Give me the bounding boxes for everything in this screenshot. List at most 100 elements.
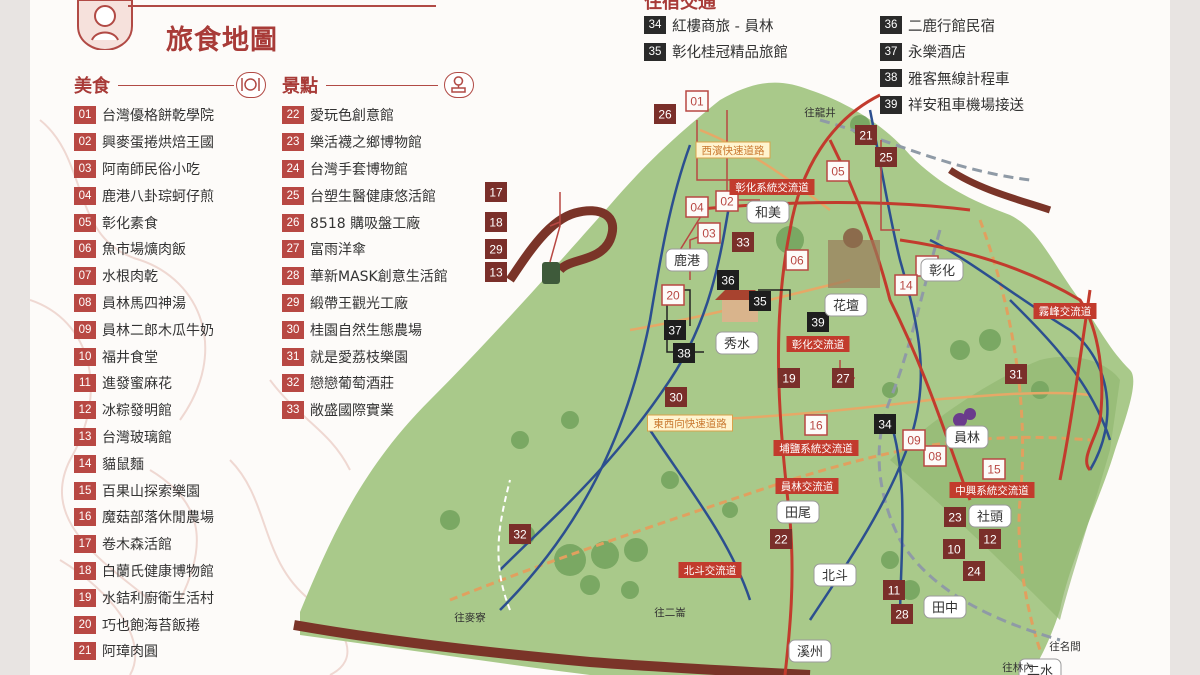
map-marker-22: 22 — [770, 529, 792, 549]
svg-text:37: 37 — [668, 324, 682, 338]
food-number-badge: 09 — [74, 320, 96, 339]
map-marker-03: 03 — [697, 222, 721, 244]
sight-name: 就是愛荔枝樂園 — [310, 349, 408, 366]
lodging-section-title: 住宿交通 — [644, 0, 716, 13]
svg-text:31: 31 — [1009, 368, 1023, 382]
food-name: 彰化素食 — [102, 215, 158, 232]
svg-text:溪州: 溪州 — [797, 645, 823, 660]
svg-text:北斗: 北斗 — [822, 569, 848, 584]
road-label: 彰化交流道 — [786, 336, 850, 352]
food-number-badge: 18 — [74, 561, 96, 580]
food-name: 貓鼠麵 — [102, 456, 144, 473]
sight-name: 愛玩色創意館 — [310, 108, 394, 125]
sight-name: 敞盛國際實業 — [310, 403, 394, 420]
svg-text:花壇: 花壇 — [833, 298, 859, 314]
svg-text:彰化: 彰化 — [929, 263, 955, 279]
sight-number-badge: 32 — [282, 374, 304, 393]
road-label: 彰化系統交流道 — [729, 179, 815, 195]
svg-text:員林交流道: 員林交流道 — [781, 480, 834, 493]
sight-item: 29 緞帶王觀光工廠 — [282, 290, 448, 317]
map-marker-27: 27 — [832, 368, 854, 388]
svg-text:西濱快速道路: 西濱快速道路 — [702, 144, 765, 157]
svg-text:29: 29 — [489, 243, 503, 257]
svg-text:01: 01 — [690, 95, 704, 109]
svg-text:34: 34 — [878, 418, 892, 432]
food-number-badge: 01 — [74, 106, 96, 125]
sights-section-label: 景點 — [282, 76, 318, 97]
svg-text:13: 13 — [489, 266, 503, 280]
map-marker-25: 25 — [875, 147, 897, 167]
map-marker-33: 33 — [732, 232, 754, 252]
lodging-number-badge: 36 — [880, 16, 902, 35]
sight-number-badge: 30 — [282, 320, 304, 339]
sight-number-badge: 33 — [282, 401, 304, 420]
food-number-badge: 13 — [74, 427, 96, 446]
sight-number-badge: 29 — [282, 293, 304, 312]
food-section-rule — [118, 85, 234, 86]
direction-label: 往麥寮 — [454, 611, 486, 624]
food-item: 19 水銡利廚衛生活村 — [74, 584, 214, 611]
sight-name: 富雨洋傘 — [310, 242, 366, 259]
road-label: 西濱快速道路 — [695, 141, 771, 159]
svg-text:14: 14 — [899, 279, 913, 293]
map-marker-24: 24 — [963, 561, 985, 581]
sight-name: 台灣手套博物館 — [310, 161, 408, 178]
map-marker-39: 39 — [807, 312, 829, 332]
sight-item: 33 敞盛國際實業 — [282, 397, 448, 424]
lodging-number-badge: 39 — [880, 95, 902, 114]
food-number-badge: 04 — [74, 186, 96, 205]
road-label: 東西向快速道路 — [647, 414, 733, 432]
svg-text:26: 26 — [658, 108, 672, 122]
food-number-badge: 16 — [74, 508, 96, 527]
svg-text:17: 17 — [489, 186, 503, 200]
sight-item: 30 桂園自然生態農場 — [282, 316, 448, 343]
map-marker-30: 30 — [665, 387, 687, 407]
town-label: 和美 — [746, 200, 790, 224]
landmark-icon — [444, 72, 474, 98]
map-town-labels: 和美鹿港彰化花壇秀水員林田尾社頭北斗田中溪州二水 — [665, 200, 1062, 675]
food-name: 台灣玻璃館 — [102, 429, 172, 446]
sight-number-badge: 28 — [282, 267, 304, 286]
svg-text:田尾: 田尾 — [785, 506, 811, 521]
map-direction-labels: 往龍井往麥寮往二崙往名間往林內 — [454, 106, 1081, 674]
food-number-badge: 19 — [74, 588, 96, 607]
food-name: 卷木森活館 — [102, 537, 172, 554]
map-marker-28: 28 — [891, 604, 913, 624]
food-name: 員林二郎木瓜牛奶 — [102, 322, 214, 339]
food-name: 冰粽發明館 — [102, 403, 172, 420]
map-marker-05: 05 — [826, 160, 850, 182]
food-number-badge: 21 — [74, 642, 96, 661]
food-name: 巧也飽海苔飯捲 — [102, 617, 200, 634]
svg-text:11: 11 — [888, 584, 901, 598]
title-rule — [128, 5, 436, 7]
food-name: 白蘭氏健康博物館 — [102, 563, 214, 580]
food-name: 百果山探索樂園 — [102, 483, 200, 500]
sight-name: 桂園自然生態農場 — [310, 322, 422, 339]
map-road-labels: 西濱快速道路彰化系統交流道彰化交流道東西向快速道路埔鹽系統交流道員林交流道北斗交… — [647, 141, 1097, 578]
food-section-header: 美食 — [74, 72, 270, 98]
food-name: 水根肉乾 — [102, 269, 158, 286]
food-number-badge: 08 — [74, 293, 96, 312]
svg-text:彰化交流道: 彰化交流道 — [792, 338, 845, 351]
svg-text:36: 36 — [721, 274, 735, 288]
food-number-badge: 10 — [74, 347, 96, 366]
svg-text:08: 08 — [928, 450, 942, 464]
sight-name: 緞帶王觀光工廠 — [310, 295, 408, 312]
map-marker-08: 08 — [923, 445, 947, 467]
food-name: 水銡利廚衛生活村 — [102, 590, 214, 607]
svg-text:東西向快速道路: 東西向快速道路 — [653, 417, 727, 430]
